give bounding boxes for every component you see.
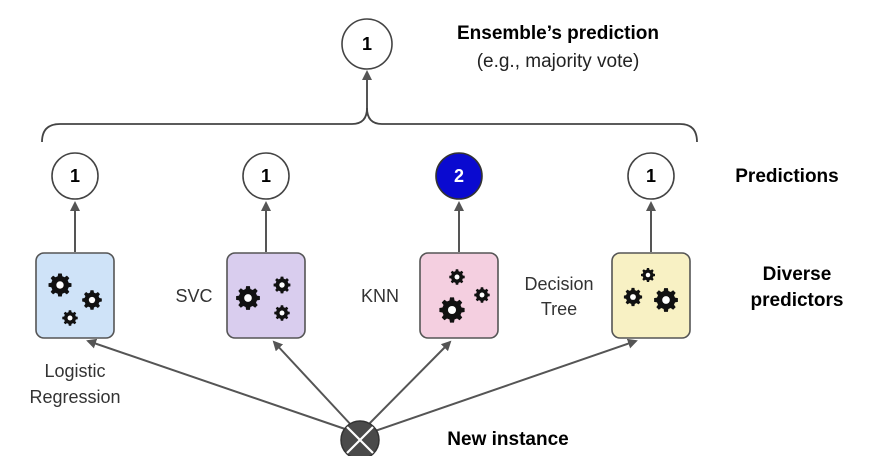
predictor-name-knn: KNN — [361, 286, 399, 306]
instance-to-predictor-arrow — [365, 340, 452, 428]
prediction-node-knn: 2 — [435, 152, 483, 200]
predictor-box-logistic — [35, 252, 115, 339]
crossed-circle-icon — [340, 420, 380, 456]
prediction-node-logistic: 1 — [51, 152, 99, 200]
predictor-box-svc — [226, 252, 306, 339]
diverse-predictors-label-line2: predictors — [751, 290, 844, 311]
predictor-box-knn — [419, 252, 499, 339]
instance-to-predictor-arrow — [86, 338, 349, 431]
new-instance-label: New instance — [447, 429, 568, 450]
ensemble-title: Ensemble’s prediction — [457, 23, 659, 44]
diverse-predictors-label-line1: Diverse — [763, 264, 832, 285]
prediction-value: 1 — [261, 166, 271, 186]
prediction-value: 1 — [70, 166, 80, 186]
predictor-name-decision-tree-line2: Tree — [541, 299, 577, 319]
predictions-label: Predictions — [735, 166, 838, 187]
predictor-name-logistic-line2: Regression — [29, 387, 120, 407]
predictor-name-logistic-line1: Logistic — [44, 361, 105, 381]
ensemble-subtitle: (e.g., majority vote) — [477, 51, 640, 72]
prediction-value: 2 — [454, 166, 464, 186]
instance-to-predictor-arrow — [272, 340, 354, 428]
prediction-node-svc: 1 — [242, 152, 290, 200]
prediction-value: 1 — [646, 166, 656, 186]
predictor-name-svc: SVC — [175, 286, 212, 306]
prediction-node-decision-tree: 1 — [627, 152, 675, 200]
curly-brace — [41, 107, 698, 143]
ensemble-value: 1 — [362, 34, 372, 54]
ensemble-node: 1 — [341, 18, 393, 70]
predictor-name-decision-tree-line1: Decision — [524, 274, 593, 294]
predictor-box-decision-tree — [611, 252, 691, 339]
instance-to-predictor-arrow — [371, 338, 638, 433]
